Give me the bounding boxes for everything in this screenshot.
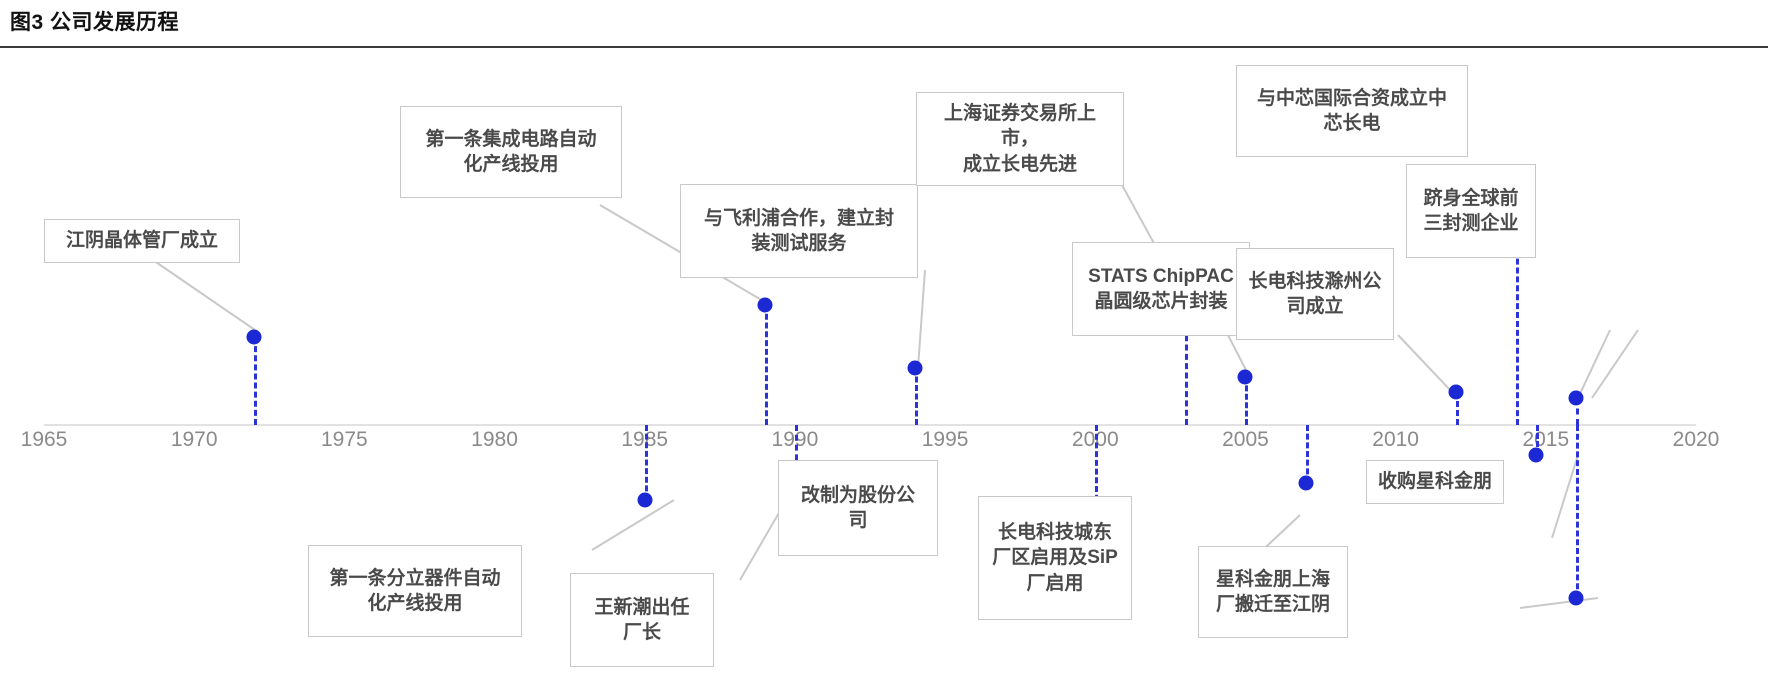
axis-year-label: 1965: [20, 428, 68, 451]
event-marker-dot[interactable]: [1568, 390, 1584, 406]
axis-year-label: 2020: [1672, 428, 1720, 451]
event-callout[interactable]: 跻身全球前 三封测企业: [1406, 164, 1536, 258]
event-marker-dot[interactable]: [1568, 590, 1584, 606]
event-stem: [1575, 398, 1579, 425]
axis-year-label: 2010: [1372, 428, 1419, 451]
event-callout[interactable]: 与飞利浦合作，建立封 装测试服务: [680, 184, 918, 278]
event-callout[interactable]: 江阴晶体管厂成立: [44, 219, 240, 263]
event-callout[interactable]: 第一条集成电路自动 化产线投用: [400, 106, 622, 198]
event-marker-dot[interactable]: [1448, 384, 1464, 400]
event-stem: [1575, 425, 1579, 598]
event-callout[interactable]: 与中芯国际合资成立中 芯长电: [1236, 65, 1468, 157]
event-callout[interactable]: STATS ChipPAC 晶圆级芯片封装: [1072, 242, 1250, 336]
event-stem: [794, 425, 798, 480]
event-callout[interactable]: 王新潮出任 厂长: [570, 573, 714, 667]
event-callout[interactable]: 上海证券交易所上市， 成立长电先进: [916, 92, 1124, 186]
axis-year-label: 1995: [921, 428, 969, 451]
axis-year-label: 2015: [1522, 428, 1570, 451]
axis-year-label: 1970: [170, 428, 218, 451]
event-marker-dot[interactable]: [907, 360, 923, 376]
timeline-axis: [44, 424, 1696, 426]
event-stem: [1185, 298, 1189, 425]
event-marker-dot[interactable]: [246, 329, 262, 345]
event-callout[interactable]: 星科金朋上海 厂搬迁至江阴: [1198, 546, 1348, 638]
event-marker-dot[interactable]: [1237, 369, 1253, 385]
event-stem: [1245, 377, 1249, 425]
axis-year-label: 2005: [1222, 428, 1269, 451]
event-marker-dot[interactable]: [637, 492, 653, 508]
event-marker-dot[interactable]: [1298, 475, 1314, 491]
event-stem: [1305, 425, 1309, 483]
event-stem: [1515, 214, 1519, 425]
axis-year-label: 1975: [321, 428, 368, 451]
event-stem: [1095, 425, 1099, 553]
event-callout[interactable]: 收购星科金朋: [1366, 460, 1504, 504]
event-callout[interactable]: 长电科技城东 厂区启用及SiP 厂启用: [978, 496, 1132, 620]
axis-year-label: 1980: [471, 428, 518, 451]
event-callout[interactable]: 长电科技滁州公 司成立: [1236, 248, 1394, 340]
figure-title: 图3 公司发展历程: [10, 11, 180, 34]
event-marker-dot[interactable]: [757, 297, 773, 313]
event-callout[interactable]: 改制为股份公 司: [778, 460, 938, 556]
event-stem: [254, 337, 258, 425]
event-stem: [644, 425, 648, 500]
event-callout[interactable]: 第一条分立器件自动 化产线投用: [308, 545, 522, 637]
title-divider: [0, 46, 1768, 48]
event-stem: [1535, 425, 1539, 455]
event-stem: [915, 368, 919, 425]
event-marker-dot[interactable]: [1528, 447, 1544, 463]
event-stem: [1455, 392, 1459, 425]
event-stem: [764, 305, 768, 425]
